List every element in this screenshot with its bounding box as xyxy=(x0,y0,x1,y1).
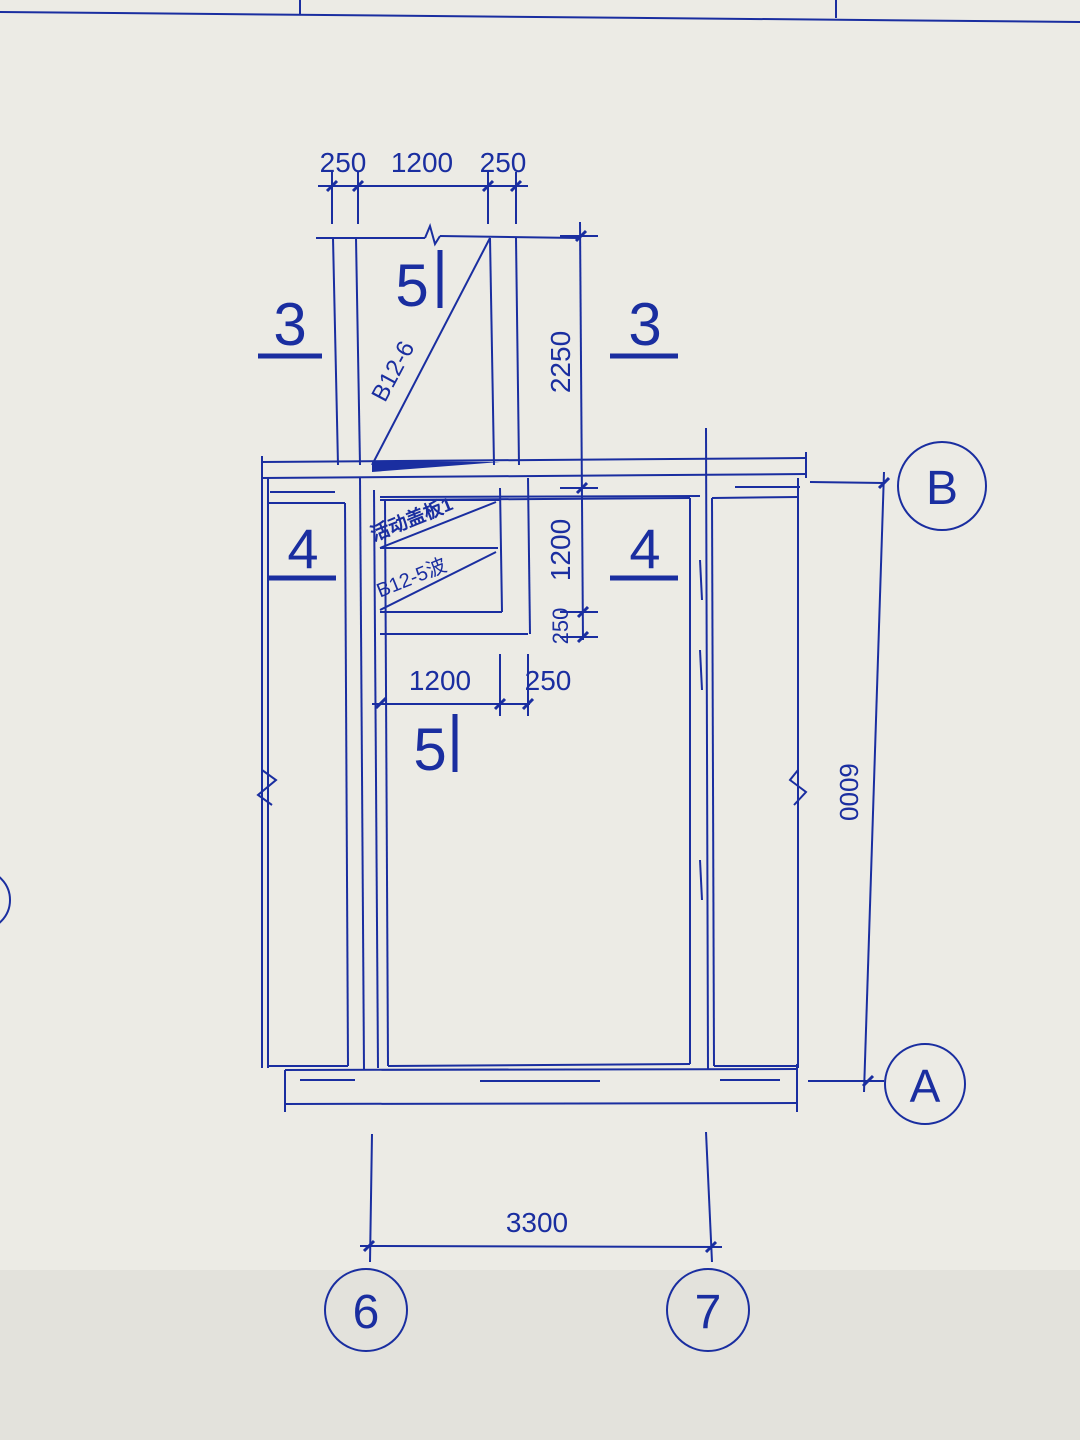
dim-top-250-left: 250 xyxy=(320,147,367,178)
stair-hatch-area xyxy=(379,477,531,635)
axis-bubble-partial xyxy=(0,876,11,924)
overall-vertical-dimension xyxy=(861,471,891,1093)
right-vertical-dimension xyxy=(560,221,598,644)
main-room-outline xyxy=(384,497,691,1067)
section-mark-3-left: 3 xyxy=(273,291,306,358)
dim-bottom-250: 250 xyxy=(525,665,572,696)
section-mark-3-right: 3 xyxy=(628,291,661,358)
section-mark-5-top: 5 xyxy=(395,252,428,319)
slab-b12-6-diagonal xyxy=(371,237,491,466)
section-mark-5-bottom: 5 xyxy=(413,716,446,783)
axis-label-6: 6 xyxy=(353,1286,380,1339)
grid-7-wall xyxy=(699,427,808,1071)
dim-top-1200: 1200 xyxy=(391,147,453,178)
axis-label-7: 7 xyxy=(695,1286,722,1339)
axis-bubble-6 xyxy=(324,1268,408,1352)
dim-right-250: 250 xyxy=(548,608,573,645)
dim-top-250-right: 250 xyxy=(480,147,527,178)
axis-bubble-b xyxy=(897,441,987,531)
axis-label-b: B xyxy=(926,462,958,515)
stair-bottom-dimension xyxy=(372,654,535,716)
dim-bottom-1200: 1200 xyxy=(409,665,471,696)
upper-shaft-walls xyxy=(316,222,579,466)
title-block-edge xyxy=(0,0,1080,23)
dim-right-1200: 1200 xyxy=(545,519,576,581)
section-mark-4-left: 4 xyxy=(287,517,318,580)
grid-6-wall xyxy=(359,477,379,1071)
section-mark-4-right: 4 xyxy=(629,517,660,580)
row-a-beam xyxy=(284,1064,884,1112)
overall-horizontal-dimension xyxy=(359,1131,723,1263)
axis-bubble-7 xyxy=(666,1268,750,1352)
dim-overall-6000: 6000 xyxy=(834,763,864,821)
dim-overall-3300: 3300 xyxy=(506,1207,568,1238)
axis-bubble-a xyxy=(884,1043,966,1125)
top-dimension-line xyxy=(318,172,528,224)
row-b-beam xyxy=(261,452,885,498)
axis-label-a: A xyxy=(910,1060,941,1112)
dim-right-2250: 2250 xyxy=(545,331,576,393)
paper-shadow-band xyxy=(0,1270,1080,1440)
slab-hatch-wedge xyxy=(372,461,500,472)
